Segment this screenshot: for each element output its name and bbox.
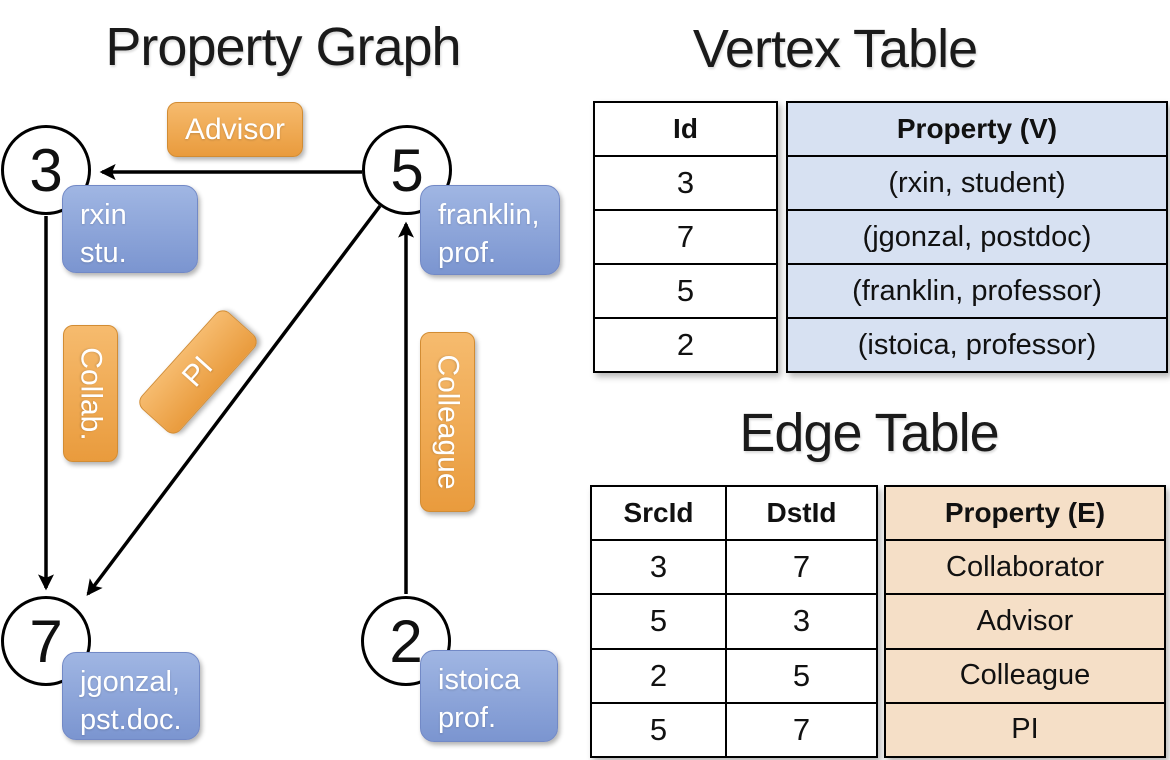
vertex-prop-line1: istoica: [438, 664, 521, 696]
node-id-label: 7: [29, 607, 63, 675]
edge-label-text: Colleague: [431, 354, 465, 490]
graph-edges-layer: [37, 163, 415, 596]
edge-table-cell-dst: 7: [727, 541, 876, 594]
vertex-table-header-property: Property (V): [788, 103, 1166, 155]
edge-table-header-dstid: DstId: [727, 487, 876, 540]
vertex-table-id-column: Id 3 7 5 2: [593, 101, 778, 373]
vertex-table-header-id: Id: [595, 103, 776, 155]
vertex-prop-line1: rxin: [80, 199, 127, 231]
vertex-table-cell-property: (istoica, professor): [788, 319, 1166, 371]
edge-table-cell-src: 2: [592, 649, 725, 702]
edge-table-cell-property: PI: [886, 703, 1164, 756]
vertex-prop-line1: franklin,: [438, 199, 540, 231]
edge-table-cell-dst: 5: [727, 649, 876, 702]
edge-table-id-columns: SrcId DstId 3 7 5 3 2 5 5 7: [590, 485, 878, 758]
vertex-table-cell-id: 5: [595, 265, 776, 317]
edge-table-cell-src: 5: [592, 703, 725, 756]
vertex-table-cell-property: (rxin, student): [788, 157, 1166, 209]
edge-label-collab: Collab.: [63, 325, 118, 462]
node-id-label: 2: [389, 607, 423, 675]
edge-label-text: PI: [175, 350, 220, 394]
vertex-prop-box-istoica: istoica prof.: [420, 650, 558, 742]
edge-table-title: Edge Table: [739, 403, 999, 463]
edge-label-colleague: Colleague: [420, 332, 475, 512]
vertex-table-cell-id: 2: [595, 319, 776, 371]
node-id-label: 5: [390, 136, 424, 204]
edge-table-header-srcid: SrcId: [592, 487, 725, 540]
vertex-prop-box-rxin: rxin stu.: [62, 185, 198, 273]
vertex-table-cell-id: 7: [595, 211, 776, 263]
node-id-label: 3: [29, 136, 63, 204]
edge-label-text: Advisor: [184, 112, 286, 146]
edge-label-text: Collab.: [74, 346, 108, 441]
vertex-prop-box-franklin: franklin, prof.: [420, 185, 560, 275]
property-graph-title: Property Graph: [105, 17, 461, 77]
vertex-prop-line2: stu.: [80, 237, 127, 270]
vertex-prop-box-jgonzal: jgonzal, pst.doc.: [62, 652, 200, 740]
edge-pi-5-to-7: [86, 204, 382, 596]
vertex-table-cell-property: (franklin, professor): [788, 265, 1166, 317]
vertex-prop-line2: pst.doc.: [80, 704, 182, 737]
vertex-table-cell-property: (jgonzal, postdoc): [788, 211, 1166, 263]
vertex-prop-line2: prof.: [438, 237, 497, 270]
edge-label-advisor: Advisor: [167, 102, 303, 157]
edge-table-cell-dst: 3: [727, 595, 876, 648]
edge-table-cell-property: Colleague: [886, 649, 1164, 702]
edge-table-cell-dst: 7: [727, 703, 876, 756]
edge-table-property-column: Property (E) Collaborator Advisor Collea…: [884, 485, 1166, 758]
edge-table-cell-src: 5: [592, 595, 725, 648]
edge-table-cell-property: Advisor: [886, 595, 1164, 648]
edge-table-header-property: Property (E): [886, 487, 1164, 540]
vertex-prop-line1: jgonzal,: [80, 666, 180, 698]
edge-table-cell-src: 3: [592, 541, 725, 594]
vertex-table-property-column: Property (V) (rxin, student) (jgonzal, p…: [786, 101, 1168, 373]
vertex-prop-line2: prof.: [438, 702, 497, 735]
vertex-table-cell-id: 3: [595, 157, 776, 209]
graph-node-2: 2: [361, 596, 451, 686]
vertex-table-title: Vertex Table: [692, 19, 978, 79]
edge-table-cell-property: Collaborator: [886, 541, 1164, 594]
